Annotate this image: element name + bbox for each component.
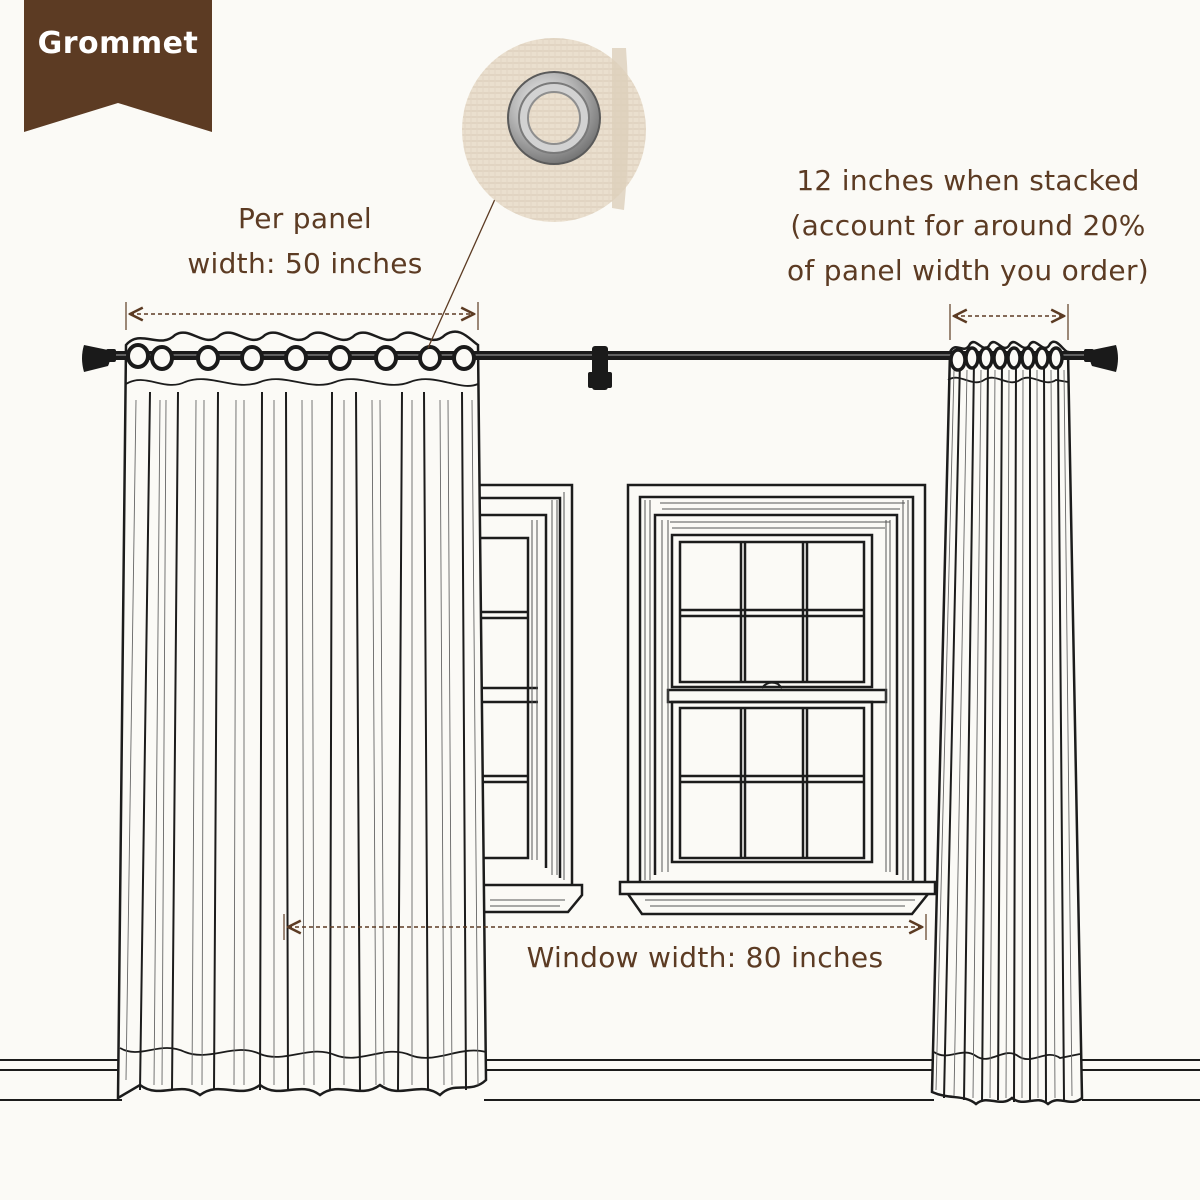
dimension-stack-width [949, 304, 1069, 340]
window-left [476, 483, 584, 914]
window-width-label: Window width: 80 inches [526, 941, 884, 974]
panel-width-line-2: width: 50 inches [187, 247, 423, 280]
badge-label: Grommet [37, 26, 199, 61]
stacked-width-label: 12 inches when stacked (account for arou… [758, 158, 1178, 293]
grommet-closeup-icon [427, 38, 646, 349]
grommets-left [126, 343, 476, 371]
window-center [618, 483, 937, 916]
curtain-panel-right [930, 340, 1084, 1106]
panel-width-line-1: Per panel [238, 202, 372, 235]
grommets-right [949, 346, 1064, 372]
panel-width-label: Per panel width: 50 inches [170, 196, 440, 286]
curtain-panel-left [116, 330, 488, 1101]
finial-right [1084, 345, 1118, 372]
baseboard [0, 1059, 1200, 1101]
dimension-panel-width [125, 302, 479, 330]
stacked-line-1: 12 inches when stacked [796, 164, 1140, 197]
dimension-window-width [283, 914, 927, 940]
stacked-line-3: of panel width you order) [787, 254, 1149, 287]
rod-bracket [588, 346, 612, 390]
stacked-line-2: (account for around 20% [790, 209, 1146, 242]
finial-left [82, 345, 116, 372]
